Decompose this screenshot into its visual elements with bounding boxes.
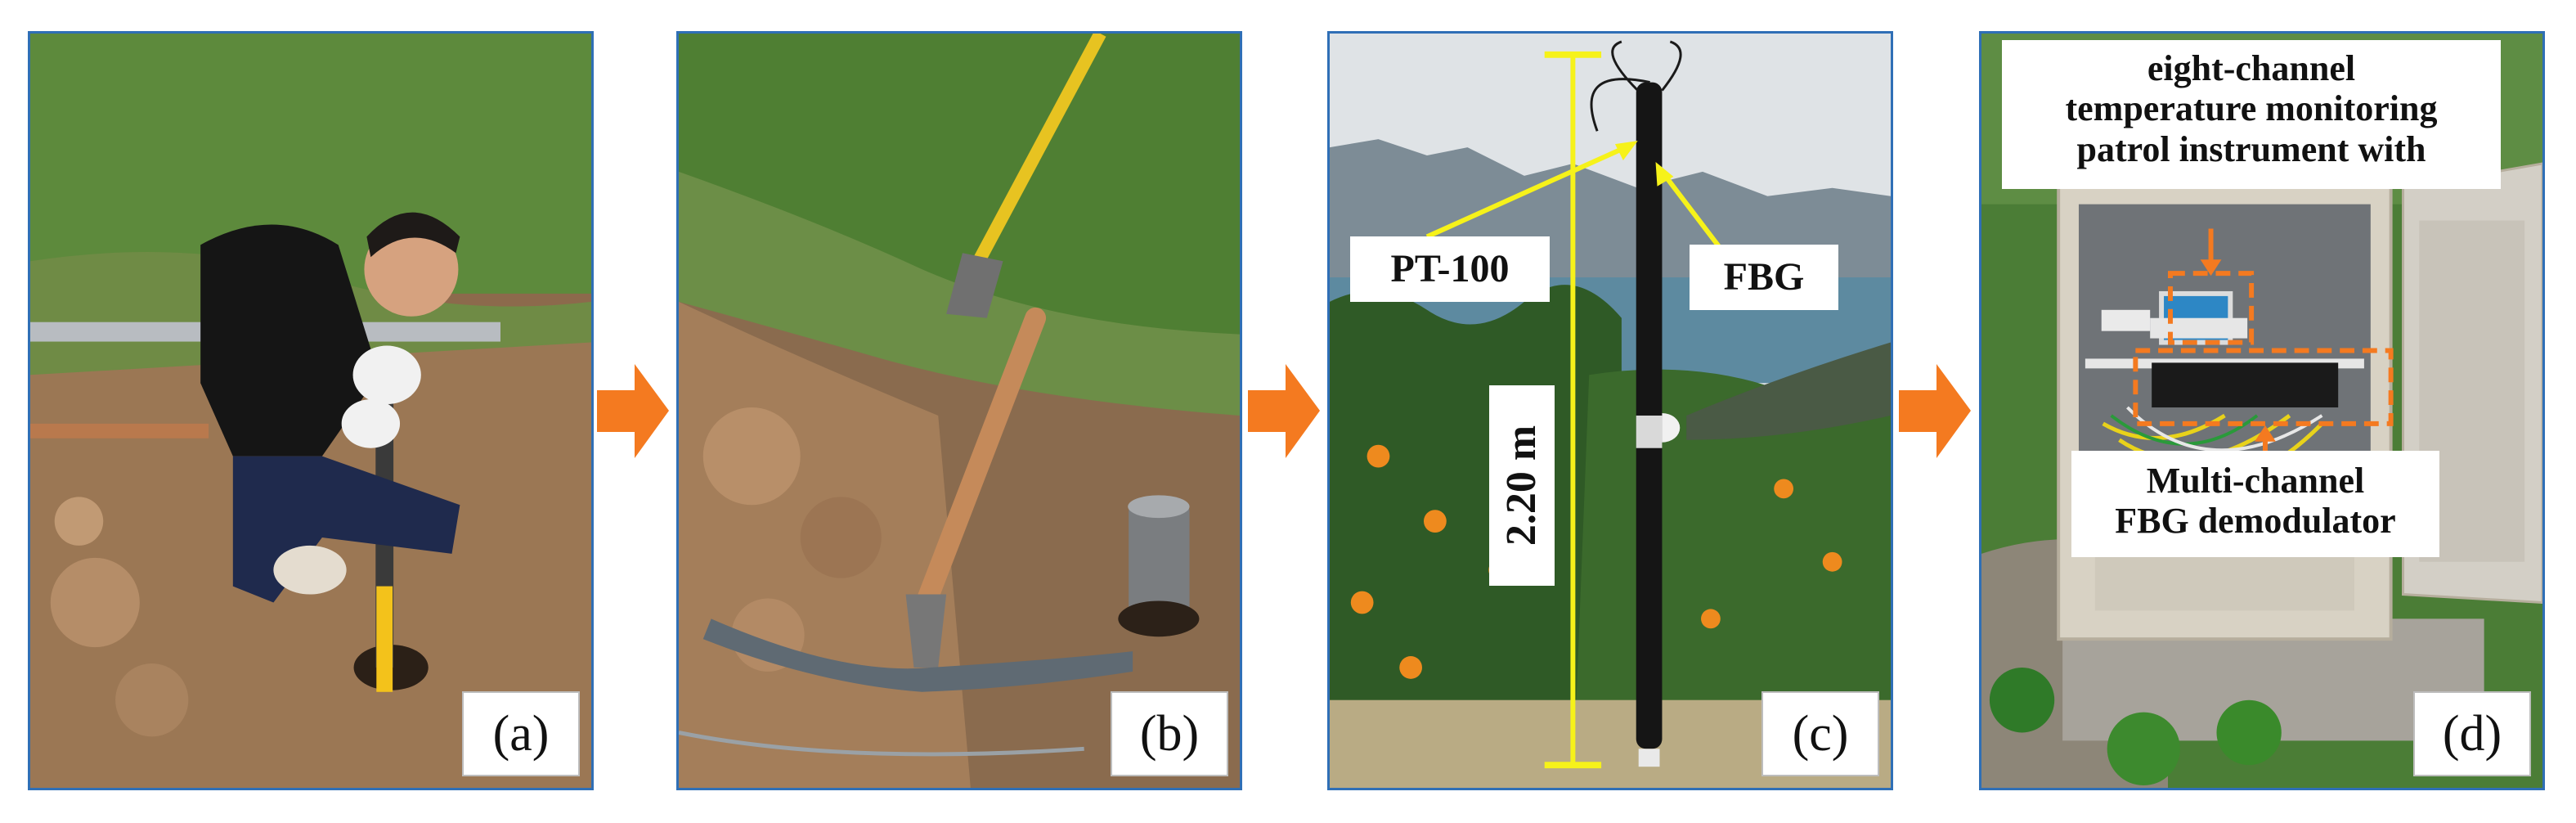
panel-d: eight-channel temperature monitoring pat… (1979, 31, 2545, 790)
fbg-label: FBG (1690, 245, 1838, 310)
arrow-right-icon (597, 364, 669, 458)
panel-c: PT-100 FBG 2.20 m (c) (1327, 31, 1893, 790)
panel-label-d: (d) (2413, 691, 2531, 776)
panel-label-c: (c) (1761, 691, 1879, 776)
length-label: 2.20 m (1489, 385, 1555, 586)
photo-tools (679, 34, 1240, 788)
arrow-right-icon (1899, 364, 1971, 458)
photo-sensor-cable (1330, 34, 1891, 788)
arrow-right-icon (1248, 364, 1320, 458)
instrument-label: eight-channel temperature monitoring pat… (2002, 40, 2501, 189)
panel-a: (a) (28, 31, 594, 790)
pt100-label: PT-100 (1350, 236, 1550, 302)
demodulator-label: Multi-channel FBG demodulator (2071, 451, 2439, 557)
photo-drilling (30, 34, 591, 788)
panel-b: (b) (676, 31, 1242, 790)
panel-label-a: (a) (462, 691, 580, 776)
panel-label-b: (b) (1111, 691, 1228, 776)
